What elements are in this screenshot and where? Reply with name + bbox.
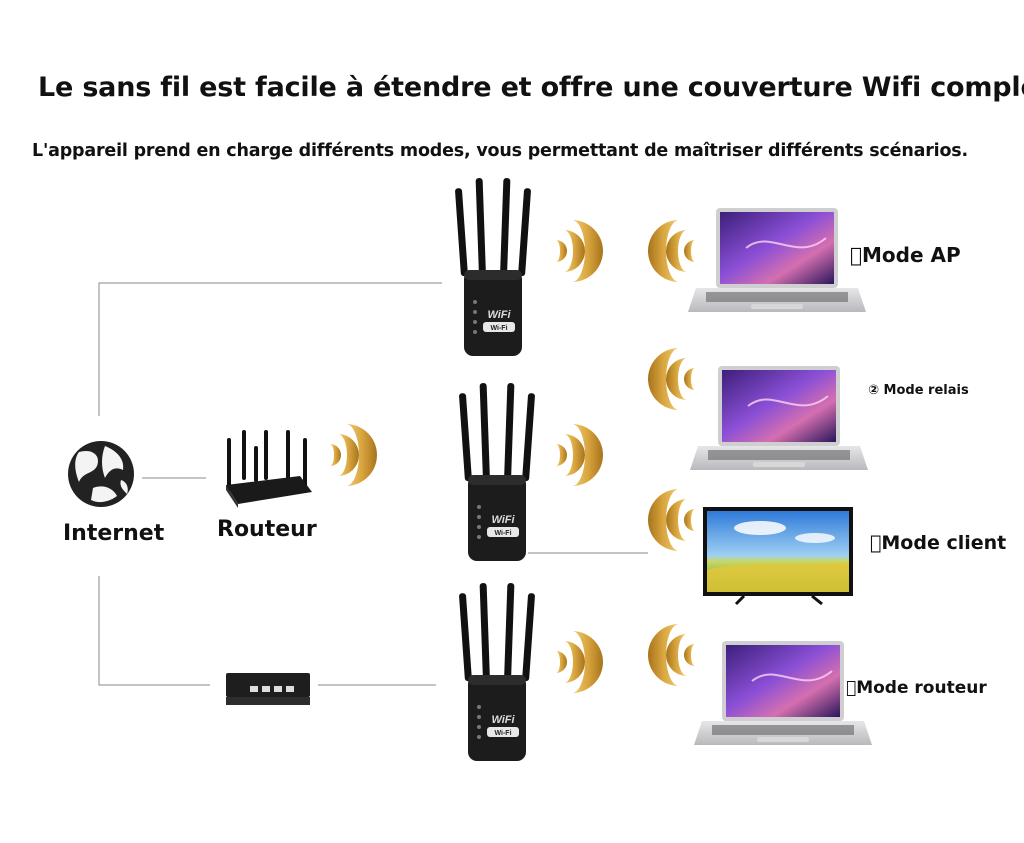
mode-relay-label: ② Mode relais [868, 383, 969, 398]
router-icon [226, 430, 312, 508]
switch-icon [226, 673, 310, 705]
page-title: Le sans fil est facile à étendre et offr… [38, 72, 1024, 103]
mode-client-label:  Mode client [870, 532, 1007, 554]
repeater-icon [454, 177, 532, 356]
repeater-icon [458, 382, 536, 561]
mode-ap-label:  Mode AP [850, 243, 961, 267]
repeater-icon [458, 582, 536, 761]
wifi-wave-icon [330, 424, 377, 486]
wifi-wave-icon [648, 348, 695, 410]
connection-lines [98, 282, 648, 686]
wifi-wave-icon [556, 424, 603, 486]
wifi-wave-icon [648, 489, 695, 551]
wifi-wave-icon [556, 631, 603, 693]
internet-label: Internet [63, 521, 165, 546]
page-subtitle: L'appareil prend en charge différents mo… [32, 141, 968, 161]
laptop-icon [689, 365, 869, 471]
wifi-wave-icon [648, 220, 695, 282]
wifi-wave-icon [648, 624, 695, 686]
wifi-wave-icon [556, 220, 603, 282]
router-label: Routeur [217, 517, 317, 542]
laptop-icon [687, 207, 867, 313]
mode-router-label:  Mode routeur [846, 678, 987, 698]
tv-icon [703, 507, 853, 606]
globe-icon [68, 441, 134, 507]
